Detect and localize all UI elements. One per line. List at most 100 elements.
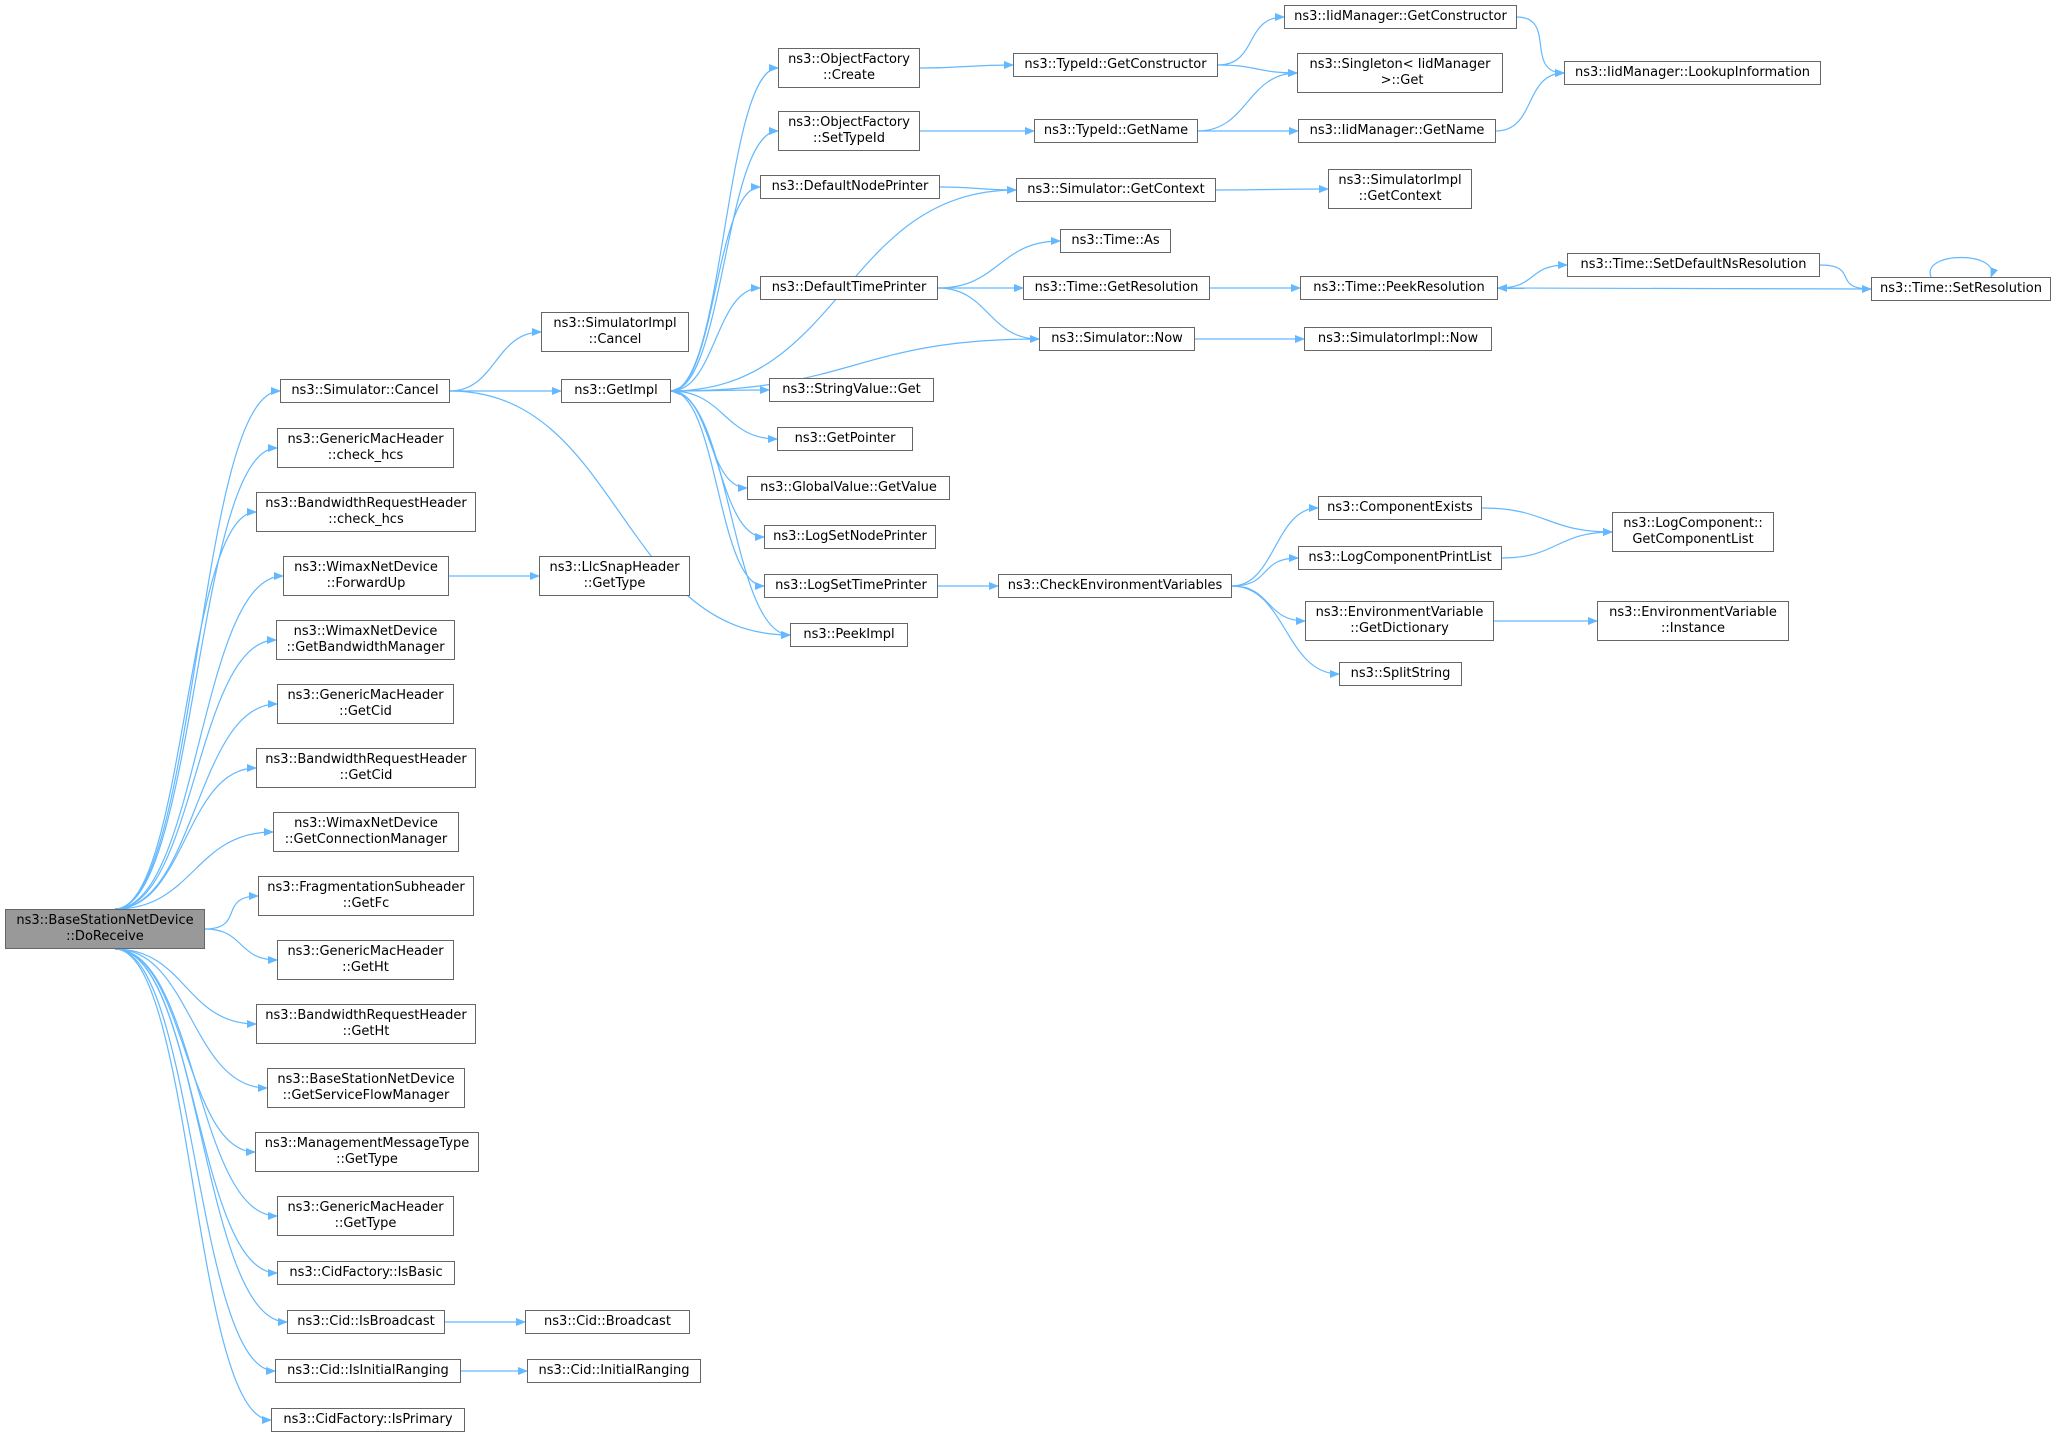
- node-time-peekresolution[interactable]: ns3::Time::PeekResolution: [1300, 276, 1498, 300]
- edge-doreceive-to-brh_check_hcs: [114, 508, 257, 910]
- node-environmentvariable-instance[interactable]: ns3::EnvironmentVariable ::Instance: [1597, 601, 1789, 641]
- node-time-getresolution[interactable]: ns3::Time::GetResolution: [1023, 276, 1210, 300]
- edge-typeid_getname-to-singleton_get: [1197, 69, 1298, 132]
- node-wimaxnetdevice-getconnectionmanager[interactable]: ns3::WimaxNetDevice ::GetConnectionManag…: [273, 812, 459, 852]
- node-singleton-iidmanager-get[interactable]: ns3::Singleton< IidManager >::Get: [1297, 53, 1503, 93]
- node-managementmessagetype-gettype[interactable]: ns3::ManagementMessageType ::GetType: [255, 1132, 479, 1172]
- edge-sim_now-to-getimpl: [670, 338, 1040, 395]
- node-iidmanager-getname[interactable]: ns3::IidManager::GetName: [1298, 119, 1496, 143]
- node-objectfactory-settypeid[interactable]: ns3::ObjectFactory ::SetTypeId: [778, 111, 920, 151]
- node-simulator-getcontext[interactable]: ns3::Simulator::GetContext: [1016, 178, 1216, 202]
- node-genericmacheader-getht[interactable]: ns3::GenericMacHeader ::GetHt: [277, 940, 454, 980]
- node-objectfactory-create[interactable]: ns3::ObjectFactory ::Create: [778, 48, 920, 88]
- node-componentexists[interactable]: ns3::ComponentExists: [1318, 496, 1482, 520]
- node-logsetnodeprinter[interactable]: ns3::LogSetNodePrinter: [764, 525, 936, 549]
- edge-deftimeprinter-to-time_as: [937, 237, 1061, 289]
- edge-doreceive-to-cidf_isprimary: [114, 948, 272, 1424]
- edge-getimpl-to-deftimeprinter: [670, 284, 761, 392]
- edge-checkenv-to-envvar_getdict: [1231, 585, 1306, 625]
- node-simulatorimpl-cancel[interactable]: ns3::SimulatorImpl ::Cancel: [541, 312, 689, 352]
- edge-time_peekres-to-time_setdefaultns: [1497, 261, 1568, 289]
- edge-doreceive-to-sim_cancel: [114, 387, 281, 910]
- node-simulatorimpl-getcontext[interactable]: ns3::SimulatorImpl ::GetContext: [1328, 169, 1472, 209]
- node-peekimpl[interactable]: ns3::PeekImpl: [790, 623, 908, 647]
- edge-getimpl-to-defnodeprinter: [670, 183, 761, 392]
- edge-checkenv-to-splitstring: [1231, 585, 1340, 678]
- edge-doreceive-to-bsnd_getsfm: [114, 948, 268, 1092]
- node-simulator-now[interactable]: ns3::Simulator::Now: [1039, 327, 1195, 351]
- edge-doreceive-to-brh_getht: [114, 948, 257, 1028]
- node-basestationnetdevice-getserviceflowmanager[interactable]: ns3::BaseStationNetDevice ::GetServiceFl…: [267, 1068, 465, 1108]
- edge-iid_getctor-to-iid_lookup: [1516, 16, 1565, 77]
- node-cidfactory-isprimary[interactable]: ns3::CidFactory::IsPrimary: [271, 1408, 465, 1432]
- edge-sim_cancel-to-peekimpl: [449, 390, 791, 639]
- edge-doreceive-to-frag_getfc: [204, 892, 259, 930]
- edge-doreceive-to-gmh_gettype: [114, 948, 278, 1220]
- edge-doreceive-to-cid_isinitial: [114, 948, 276, 1375]
- edge-getimpl-to-peekimpl: [670, 390, 791, 639]
- node-iidmanager-lookupinformation[interactable]: ns3::IidManager::LookupInformation: [1564, 61, 1821, 85]
- node-cid-isinitialranging[interactable]: ns3::Cid::IsInitialRanging: [275, 1359, 461, 1383]
- node-time-as[interactable]: ns3::Time::As: [1060, 229, 1171, 253]
- node-splitstring[interactable]: ns3::SplitString: [1339, 662, 1462, 686]
- node-defaulttimeprinter[interactable]: ns3::DefaultTimePrinter: [760, 276, 938, 300]
- node-cid-isbroadcast[interactable]: ns3::Cid::IsBroadcast: [287, 1310, 445, 1334]
- node-genericmacheader-gettype[interactable]: ns3::GenericMacHeader ::GetType: [277, 1196, 454, 1236]
- node-stringvalue-get[interactable]: ns3::StringValue::Get: [769, 378, 934, 402]
- node-cid-broadcast[interactable]: ns3::Cid::Broadcast: [525, 1310, 690, 1334]
- edge-doreceive-to-brh_getcid: [114, 764, 257, 910]
- edge-getimpl-to-of_settypeid: [670, 127, 779, 392]
- edge-doreceive-to-gmh_getcid: [114, 700, 278, 910]
- edge-deftimeprinter-to-sim_now: [937, 287, 1040, 343]
- edge-doreceive-to-wnd_forwardup: [114, 572, 284, 910]
- edge-getimpl-to-getpointer: [670, 390, 778, 443]
- edge-doreceive-to-gmh_check_hcs: [114, 444, 278, 910]
- edge-sim_getcontext-to-simimpl_getcontext: [1215, 185, 1329, 194]
- node-time-setresolution[interactable]: ns3::Time::SetResolution: [1871, 277, 2051, 301]
- edge-compexists-to-logcomp_getlist: [1481, 507, 1613, 536]
- node-cidfactory-isbasic[interactable]: ns3::CidFactory::IsBasic: [277, 1261, 455, 1285]
- node-typeid-getname[interactable]: ns3::TypeId::GetName: [1034, 119, 1198, 143]
- node-globalvalue-getvalue[interactable]: ns3::GlobalValue::GetValue: [747, 476, 950, 500]
- node-bandwidthrequestheader-getht[interactable]: ns3::BandwidthRequestHeader ::GetHt: [256, 1004, 476, 1044]
- edge-doreceive-to-wnd_getconnmgr: [114, 828, 274, 910]
- node-getpointer[interactable]: ns3::GetPointer: [777, 427, 913, 451]
- node-llcsnapheader-gettype[interactable]: ns3::LlcSnapHeader ::GetType: [539, 556, 690, 596]
- edge-typeid_getctor-to-singleton_get: [1217, 64, 1298, 77]
- edge-time_setdefaultns-to-time_setres: [1819, 264, 1872, 293]
- node-logsettimeprinter[interactable]: ns3::LogSetTimePrinter: [764, 574, 938, 598]
- edge-time_setres-to-time_setres: [1929, 256, 1998, 278]
- edge-checkenv-to-logcompprintlist: [1231, 554, 1299, 587]
- node-bandwidthrequestheader-check-hcs[interactable]: ns3::BandwidthRequestHeader ::check_hcs: [256, 492, 476, 532]
- edge-iid_getname-to-iid_lookup: [1495, 69, 1565, 132]
- edge-logcompprintlist-to-logcomp_getlist: [1501, 528, 1613, 559]
- node-genericmacheader-check-hcs[interactable]: ns3::GenericMacHeader ::check_hcs: [277, 428, 454, 468]
- edge-doreceive-to-wnd_getbwmgr: [114, 636, 277, 910]
- node-time-setdefaultnsresolution[interactable]: ns3::Time::SetDefaultNsResolution: [1567, 253, 1820, 277]
- node-wimaxnetdevice-forwardup[interactable]: ns3::WimaxNetDevice ::ForwardUp: [283, 556, 449, 596]
- node-cid-initialranging[interactable]: ns3::Cid::InitialRanging: [527, 1359, 701, 1383]
- node-genericmacheader-getcid[interactable]: ns3::GenericMacHeader ::GetCid: [277, 684, 454, 724]
- node-doreceive[interactable]: ns3::BaseStationNetDevice ::DoReceive: [5, 909, 205, 949]
- node-logcomponentprintlist[interactable]: ns3::LogComponentPrintList: [1298, 546, 1502, 570]
- node-iidmanager-getconstructor[interactable]: ns3::IidManager::GetConstructor: [1284, 5, 1517, 29]
- edge-doreceive-to-mmt_gettype: [114, 948, 256, 1156]
- node-checkenvironmentvariables[interactable]: ns3::CheckEnvironmentVariables: [998, 574, 1232, 598]
- node-simulator-cancel[interactable]: ns3::Simulator::Cancel: [280, 379, 450, 403]
- node-fragmentationsubheader-getfc[interactable]: ns3::FragmentationSubheader ::GetFc: [258, 876, 474, 916]
- edge-time_setres-to-time_peekres: [1497, 284, 1872, 293]
- node-logcomponent-getcomponentlist[interactable]: ns3::LogComponent:: GetComponentList: [1612, 512, 1774, 552]
- edge-typeid_getctor-to-iid_getctor: [1217, 13, 1285, 66]
- node-defaultnodeprinter[interactable]: ns3::DefaultNodePrinter: [760, 175, 940, 199]
- node-simulatorimpl-now[interactable]: ns3::SimulatorImpl::Now: [1304, 327, 1492, 351]
- node-bandwidthrequestheader-getcid[interactable]: ns3::BandwidthRequestHeader ::GetCid: [256, 748, 476, 788]
- node-wimaxnetdevice-getbandwidthmanager[interactable]: ns3::WimaxNetDevice ::GetBandwidthManage…: [276, 620, 455, 660]
- node-environmentvariable-getdictionary[interactable]: ns3::EnvironmentVariable ::GetDictionary: [1305, 601, 1494, 641]
- node-getimpl[interactable]: ns3::GetImpl: [561, 379, 671, 403]
- edge-doreceive-to-gmh_getht: [204, 928, 278, 964]
- node-typeid-getconstructor[interactable]: ns3::TypeId::GetConstructor: [1013, 53, 1218, 77]
- edge-doreceive-to-cid_isbroadcast: [114, 948, 288, 1326]
- edge-defnodeprinter-to-sim_getcontext: [939, 185, 1017, 194]
